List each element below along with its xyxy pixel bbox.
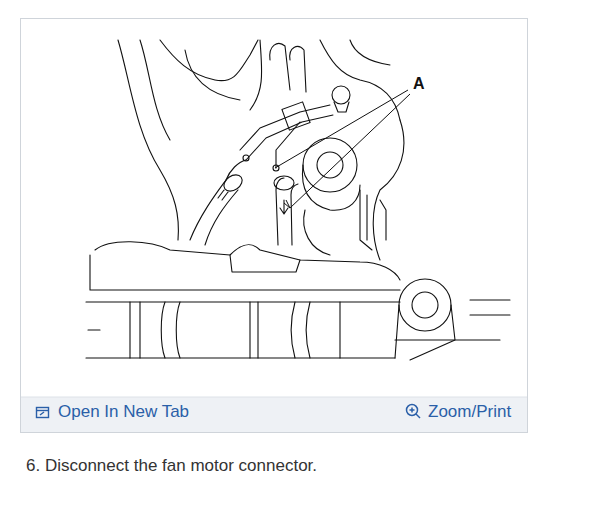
figure-frame [21,19,528,433]
open-tab-icon [37,408,49,418]
toolbar-rule [21,397,527,398]
engine-drawing [86,40,510,360]
caption-slot: 6. Disconnect the fan motor connector. [26,456,317,476]
toolbar-link: Open In New Tab [58,402,189,422]
label-slot: Open In New Tab [58,402,189,422]
leader-lines [275,90,410,208]
zoom-icon [407,405,421,419]
step-caption: 6. Disconnect the fan motor connector. [26,456,317,476]
callout-letter: A [413,75,425,93]
label-slot: Zoom/Print [428,402,511,422]
toolbar-band [21,397,527,432]
toolbar-link: Zoom/Print [428,402,511,422]
label-slot: A [413,75,425,93]
